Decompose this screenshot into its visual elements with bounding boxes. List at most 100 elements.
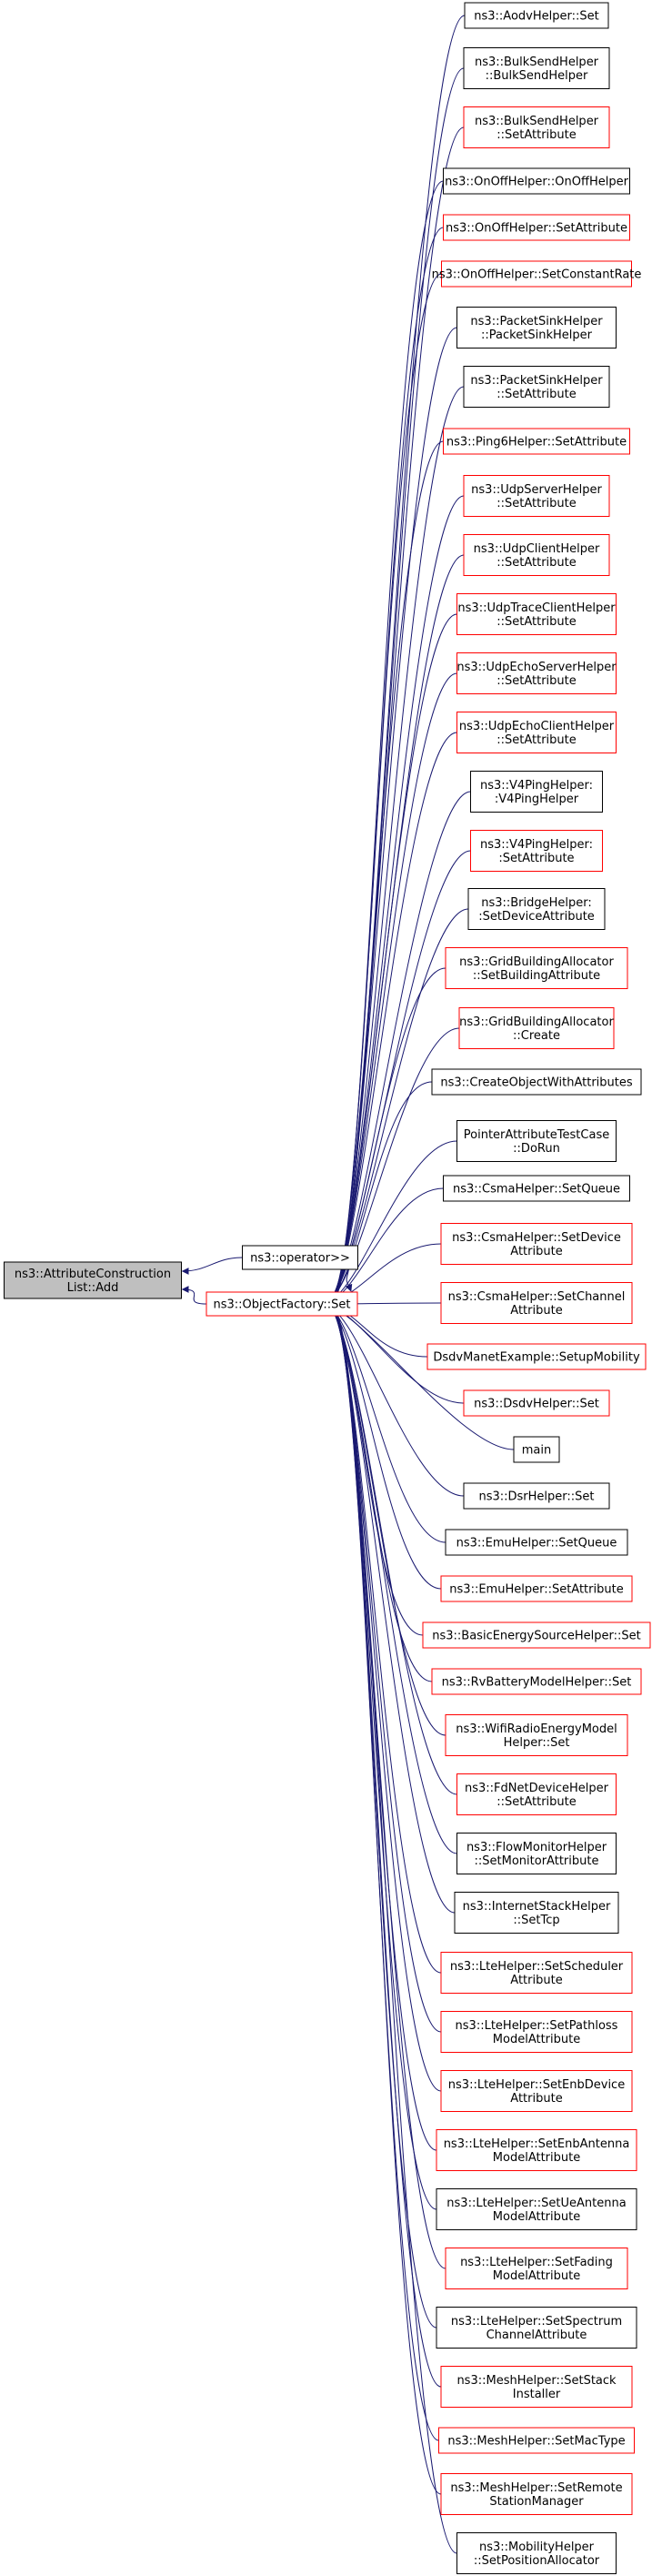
- caller-node-ns3-csmahelper-setdeviceattribute-label: ns3::CsmaHelper::SetDevice: [452, 1231, 621, 1245]
- caller-node-ns3-bulksendhelper-bulksendhelper-label: ns3::BulkSendHelper: [475, 56, 599, 69]
- caller-node-ns3-udpechoserverhelper-setattribute[interactable]: ns3::UdpEchoServerHelper::SetAttribute: [456, 652, 617, 694]
- caller-node-ns3-v4pinghelper-v4pinghelper[interactable]: ns3::V4PingHelper::V4PingHelper: [470, 771, 603, 813]
- caller-node-ns3-ltehelper-setspectrumchannelattribute[interactable]: ns3::LteHelper::SetSpectrumChannelAttrib…: [436, 2307, 637, 2349]
- edge-ns3-udpechoclienthelper-setattribute-to-factory: [326, 732, 457, 1306]
- caller-node-ns3-ltehelper-setspectrumchannelattribute-label: ChannelAttribute: [486, 2329, 587, 2342]
- caller-node-ns3-onoffhelper-setattribute[interactable]: ns3::OnOffHelper::SetAttribute: [443, 214, 630, 241]
- caller-node-ns3-createobjectwithattributes-label: ns3::CreateObjectWithAttributes: [440, 1076, 632, 1090]
- caller-node-main[interactable]: main: [513, 1436, 560, 1463]
- caller-node-ns3-emuhelper-setattribute[interactable]: ns3::EmuHelper::SetAttribute: [440, 1575, 633, 1602]
- caller-node-ns3-bulksendhelper-bulksendhelper-box: [463, 47, 610, 89]
- caller-node-ns3-internetstackhelper-settcp-label: ::SetTcp: [513, 1914, 559, 1927]
- caller-node-ns3-packetsinkhelper-setattribute[interactable]: ns3::PacketSinkHelper::SetAttribute: [463, 366, 610, 408]
- caller-node-ns3-udpechoserverhelper-setattribute-label: ns3::UdpEchoServerHelper: [456, 661, 617, 674]
- caller-node-ns3-udpechoclienthelper-setattribute[interactable]: ns3::UdpEchoClientHelper::SetAttribute: [456, 712, 617, 753]
- caller-node-ns3-v4pinghelper-setattribute[interactable]: ns3::V4PingHelper::SetAttribute: [470, 830, 603, 872]
- caller-node-ns3-meshhelper-setremotestationmanager-label: ns3::MeshHelper::SetRemote: [450, 2481, 622, 2495]
- caller-node-ns3-fdnetdevicehelper-setattribute[interactable]: ns3::FdNetDeviceHelper::SetAttribute: [456, 1773, 617, 1815]
- caller-node-ns3-ltehelper-setenbantennamodelattribute[interactable]: ns3::LteHelper::SetEnbAntennaModelAttrib…: [436, 2129, 637, 2171]
- caller-node-pointerattributetestcase-dorun[interactable]: PointerAttributeTestCase::DoRun: [456, 1120, 617, 1162]
- caller-node-ns3-internetstackhelper-settcp[interactable]: ns3::InternetStackHelper::SetTcp: [454, 1892, 619, 1934]
- edge-ns3-meshhelper-setstackinstaller-to-factory: [331, 1305, 442, 2388]
- caller-node-ns3-createobjectwithattributes-box: [431, 1068, 642, 1096]
- edge-ns3-internetstackhelper-settcp-to-factory: [326, 1303, 456, 1914]
- caller-node-ns3-meshhelper-setstackinstaller-label: Installer: [513, 2388, 561, 2401]
- caller-node-dsdvmanetexample-setupmobility[interactable]: DsdvManetExample::SetupMobility: [426, 1343, 647, 1370]
- caller-node-ns3-meshhelper-setmactype[interactable]: ns3::MeshHelper::SetMacType: [438, 2427, 635, 2454]
- caller-node-ns3-mobilityhelper-setpositionallocator[interactable]: ns3::MobilityHelper::SetPositionAllocato…: [456, 2532, 617, 2574]
- caller-node-ns3-gridbuildingallocator-setbuildingattribute[interactable]: ns3::GridBuildingAllocator::SetBuildingA…: [445, 947, 628, 989]
- caller-node-ns3-udpserverhelper-setattribute-label: ns3::UdpServerHelper: [471, 483, 602, 497]
- caller-node-ns3-ping6helper-setattribute[interactable]: ns3::Ping6Helper::SetAttribute: [443, 428, 630, 455]
- caller-node-ns3-bridgehelper-setdeviceattribute[interactable]: ns3::BridgeHelper::SetDeviceAttribute: [467, 888, 606, 930]
- caller-node-ns3-rvbatterymodelhelper-set[interactable]: ns3::RvBatteryModelHelper::Set: [431, 1668, 642, 1695]
- caller-node-ns3-udpechoserverhelper-setattribute-label: ::SetAttribute: [497, 674, 577, 688]
- caller-node-ns3-bulksendhelper-setattribute-label: ns3::BulkSendHelper: [475, 115, 599, 128]
- caller-node-ns3-csmahelper-setqueue[interactable]: ns3::CsmaHelper::SetQueue: [443, 1175, 630, 1202]
- operator-node[interactable]: ns3::operator>>: [242, 1245, 358, 1270]
- edge-ns3-meshhelper-setmactype-to-factory: [331, 1305, 439, 2441]
- caller-node-ns3-bridgehelper-setdeviceattribute-label: ns3::BridgeHelper:: [481, 896, 592, 910]
- caller-node-ns3-flowmonitorhelper-setmonitorattribute[interactable]: ns3::FlowMonitorHelper::SetMonitorAttrib…: [456, 1833, 617, 1874]
- caller-node-ns3-ltehelper-setueantennamodelattribute[interactable]: ns3::LteHelper::SetUeAntennaModelAttribu…: [436, 2188, 637, 2230]
- caller-node-ns3-dsdvhelper-set-label: ns3::DsdvHelper::Set: [474, 1398, 599, 1411]
- caller-node-ns3-basicenergysourcehelper-set[interactable]: ns3::BasicEnergySourceHelper::Set: [422, 1621, 651, 1649]
- caller-node-ns3-ltehelper-setueantennamodelattribute-box: [436, 2188, 637, 2230]
- caller-node-ns3-bulksendhelper-bulksendhelper[interactable]: ns3::BulkSendHelper::BulkSendHelper: [463, 47, 610, 89]
- caller-node-ns3-udpclienthelper-setattribute[interactable]: ns3::UdpClientHelper::SetAttribute: [463, 534, 610, 576]
- nodes-layer: ns3::AttributeConstructionList::Addns3::…: [4, 2, 651, 2574]
- caller-node-ns3-emuhelper-setqueue[interactable]: ns3::EmuHelper::SetQueue: [445, 1529, 628, 1556]
- caller-node-ns3-udpserverhelper-setattribute[interactable]: ns3::UdpServerHelper::SetAttribute: [463, 475, 610, 517]
- caller-node-ns3-dsdvhelper-set[interactable]: ns3::DsdvHelper::Set: [463, 1389, 610, 1417]
- caller-node-ns3-ltehelper-setpathlossmodelattribute[interactable]: ns3::LteHelper::SetPathlossModelAttribut…: [440, 2011, 633, 2053]
- edge-ns3-gridbuildingallocator-setbuildingattribute-to-factory: [323, 967, 446, 1307]
- caller-node-ns3-emuhelper-setattribute-label: ns3::EmuHelper::SetAttribute: [449, 1583, 623, 1597]
- caller-node-ns3-aodvhelper-set-label: ns3::AodvHelper::Set: [474, 10, 598, 24]
- caller-node-ns3-packetsinkhelper-packetsinkhelper[interactable]: ns3::PacketSinkHelper::PacketSinkHelper: [456, 307, 617, 349]
- caller-node-ns3-aodvhelper-set[interactable]: ns3::AodvHelper::Set: [464, 2, 609, 29]
- caller-node-ns3-onoffhelper-setconstantrate[interactable]: ns3::OnOffHelper::SetConstantRate: [432, 260, 642, 288]
- caller-node-ns3-rvbatterymodelhelper-set-box: [431, 1668, 642, 1695]
- caller-node-ns3-csmahelper-setqueue-label: ns3::CsmaHelper::SetQueue: [453, 1183, 620, 1197]
- edge-ns3-ltehelper-setfadingmodelattribute-to-factory: [330, 1304, 446, 2269]
- caller-node-ns3-udptraceclienthelper-setattribute-label: ns3::UdpTraceClientHelper: [457, 601, 616, 615]
- caller-node-ns3-packetsinkhelper-setattribute-label: ::SetAttribute: [497, 388, 577, 401]
- caller-node-ns3-ltehelper-setspectrumchannelattribute-label: ns3::LteHelper::SetSpectrum: [451, 2315, 622, 2329]
- caller-node-ns3-packetsinkhelper-packetsinkhelper-label: ns3::PacketSinkHelper: [470, 315, 603, 328]
- caller-node-ns3-basicenergysourcehelper-set-box: [422, 1621, 651, 1649]
- caller-node-ns3-ltehelper-setueantennamodelattribute-label: ModelAttribute: [493, 2210, 580, 2224]
- caller-node-ns3-gridbuildingallocator-create[interactable]: ns3::GridBuildingAllocator::Create: [458, 1007, 615, 1049]
- caller-node-ns3-rvbatterymodelhelper-set-label: ns3::RvBatteryModelHelper::Set: [442, 1676, 632, 1690]
- caller-node-ns3-fdnetdevicehelper-setattribute-label: ::SetAttribute: [497, 1795, 577, 1809]
- caller-node-ns3-onoffhelper-setconstantrate-label: ns3::OnOffHelper::SetConstantRate: [432, 268, 642, 282]
- caller-node-ns3-onoffhelper-setattribute-label: ns3::OnOffHelper::SetAttribute: [446, 222, 627, 236]
- caller-node-ns3-dsrhelper-set[interactable]: ns3::DsrHelper::Set: [463, 1482, 610, 1510]
- caller-node-ns3-wifiradioenergymodelhelper-set-label: Helper::Set: [504, 1736, 570, 1750]
- caller-node-ns3-ltehelper-setspectrumchannelattribute-box: [436, 2307, 637, 2349]
- caller-node-ns3-bulksendhelper-setattribute[interactable]: ns3::BulkSendHelper::SetAttribute: [463, 106, 610, 148]
- caller-node-ns3-createobjectwithattributes[interactable]: ns3::CreateObjectWithAttributes: [431, 1068, 642, 1096]
- caller-node-ns3-onoffhelper-onoffhelper[interactable]: ns3::OnOffHelper::OnOffHelper: [443, 167, 630, 195]
- caller-node-ns3-dsrhelper-set-label: ns3::DsrHelper::Set: [478, 1490, 594, 1504]
- caller-node-ns3-internetstackhelper-settcp-box: [454, 1892, 619, 1934]
- caller-node-ns3-ltehelper-setfadingmodelattribute-label: ns3::LteHelper::SetFading: [460, 2256, 613, 2269]
- caller-node-ns3-ltehelper-setfadingmodelattribute-box: [445, 2248, 628, 2289]
- edge-factory-to-operator: [345, 1268, 353, 1292]
- caller-node-ns3-udptraceclienthelper-setattribute[interactable]: ns3::UdpTraceClientHelper::SetAttribute: [456, 593, 617, 635]
- edge-pointerattributetestcase-dorun-to-factory: [322, 1140, 457, 1308]
- factory-node[interactable]: ns3::ObjectFactory::Set: [206, 1291, 358, 1317]
- caller-node-ns3-udpclienthelper-setattribute-label: ::SetAttribute: [497, 556, 577, 570]
- edge-ns3-bulksendhelper-setattribute-to-factory: [331, 126, 465, 1303]
- caller-node-ns3-csmahelper-setdeviceattribute[interactable]: ns3::CsmaHelper::SetDeviceAttribute: [440, 1223, 633, 1265]
- caller-node-ns3-csmahelper-setchannelattribute-label: Attribute: [510, 1304, 562, 1318]
- edge-ns3-meshhelper-setremotestationmanager-to-factory: [332, 1305, 442, 2495]
- edge-ns3-emuhelper-setattribute-to-factory: [323, 1301, 442, 1590]
